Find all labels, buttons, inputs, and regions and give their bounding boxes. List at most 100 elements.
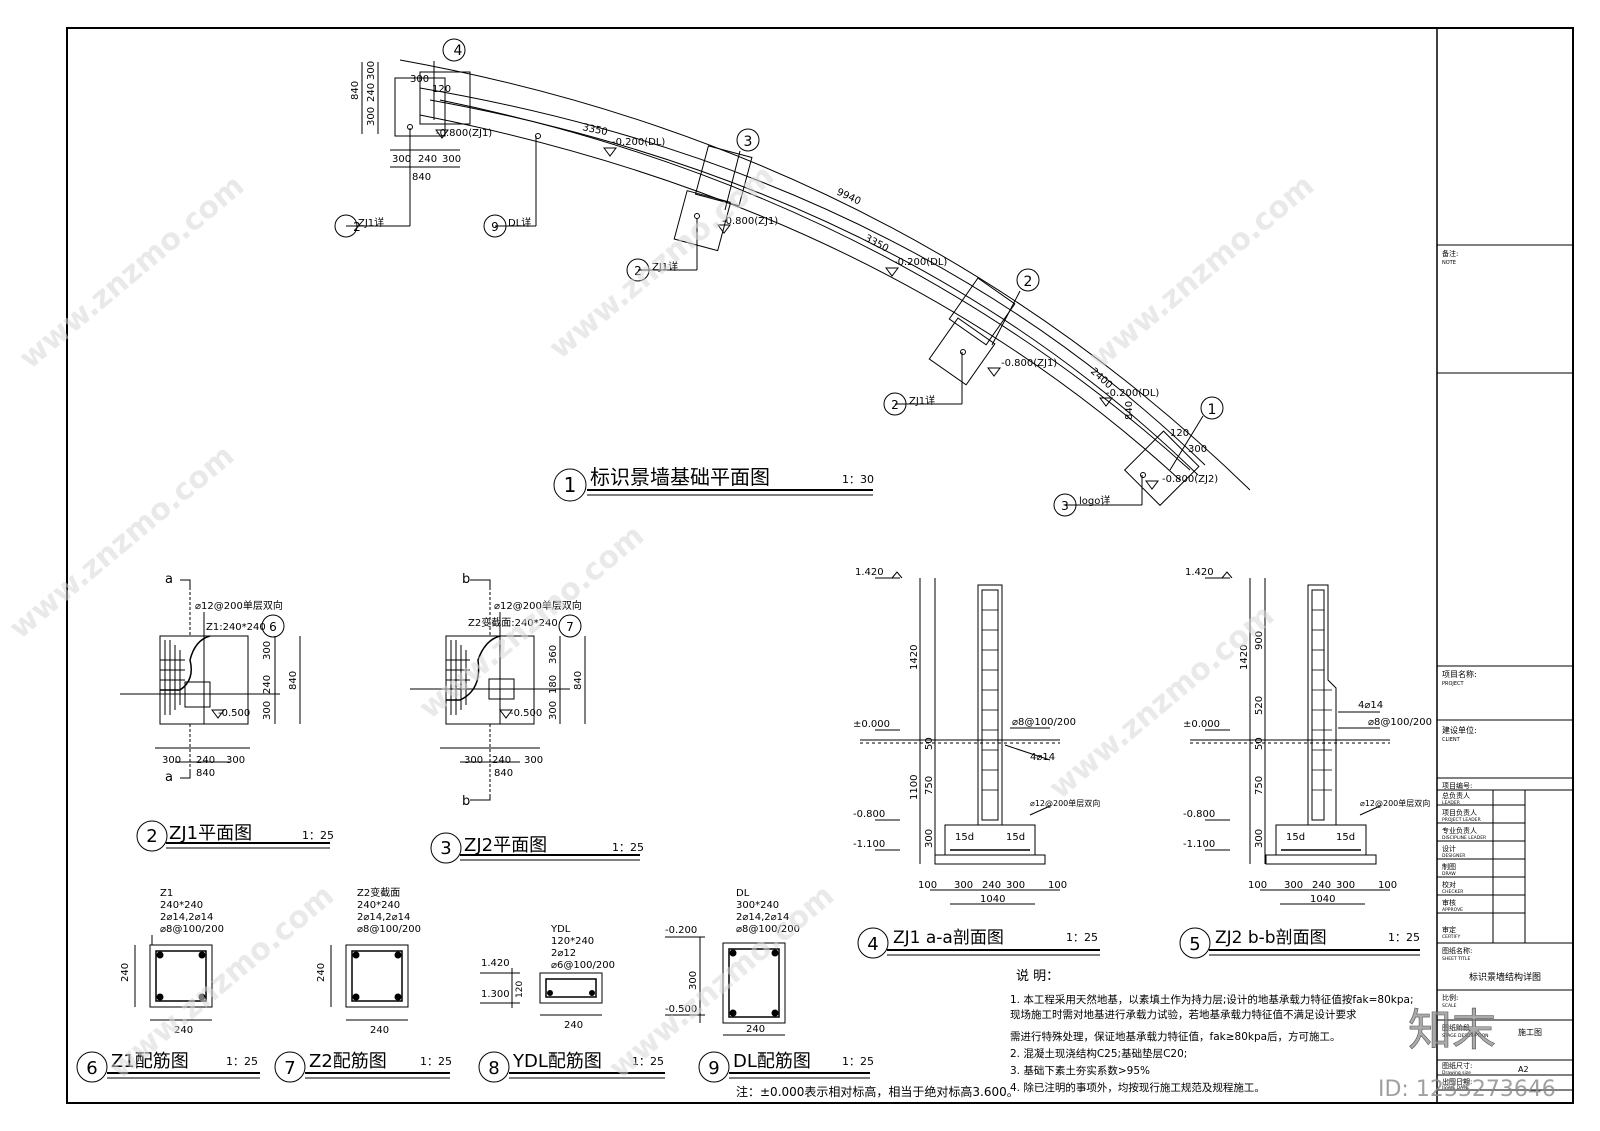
tb-scale-cn: 比例: [1442, 993, 1458, 1002]
zj1-col-ref: 6 [269, 620, 277, 634]
z2-scale: 1：25 [420, 1055, 452, 1068]
z1-scale: 1：25 [226, 1055, 258, 1068]
tb-row-3-cn: 专业负责人 [1442, 826, 1477, 835]
zj2-v-2: 180 [548, 675, 559, 694]
zj2-sec-anchor-r: 15d [1336, 832, 1355, 843]
ydl-bot: 1.300 [481, 989, 510, 1000]
z2-w: 240 [370, 1025, 389, 1036]
notes-heading: 说 明： [1016, 969, 1059, 984]
zj2-col-ref: 7 [566, 620, 574, 634]
axis-label-3: 3 [744, 134, 753, 150]
zj2-rebar: ⌀12@200单层双向 [494, 599, 582, 612]
zj1-h-1: 300 [162, 755, 181, 766]
dim-seg1: 3350 [581, 122, 608, 138]
z2-line-2: 240*240 [357, 900, 400, 911]
elev-zj1-c: -0.800(ZJ1) [1001, 358, 1057, 369]
watermark-site-2: www.znzmo.com [543, 158, 781, 366]
zj1-sec-h-3: 240 [982, 880, 1001, 891]
axis-bubble-4 [442, 38, 466, 62]
note-1a: 1. 本工程采用天然地基，以素填土作为持力层;设计的地基承载力特征值按fak=8… [1010, 993, 1413, 1006]
note-1c: 需进行特殊处理，保证地基承载力特征值，fak≥80kpa后，方可施工。 [1010, 1030, 1341, 1043]
z2-h: 240 [316, 963, 327, 982]
zj1-sec-h-5: 100 [1048, 880, 1067, 891]
elev-zj1-a: -0.800(ZJ1) [436, 128, 492, 139]
plan-title-num: 1 [564, 473, 577, 497]
zj1-plan-num: 2 [146, 826, 157, 847]
footing-2a [948, 277, 1016, 346]
zj2-sec-lv-1: 1.420 [1185, 567, 1214, 578]
z1-line-2: 240*240 [160, 900, 203, 911]
tb-sheet-en: SHEET TITLE [1442, 956, 1470, 962]
dl-bot: -0.500 [665, 1004, 697, 1015]
footing-line-a [419, 114, 1181, 481]
tb-row-6-cn: 校对 [1442, 880, 1456, 889]
tb-project-en: PROJECT [1442, 681, 1465, 687]
zj1-rebar: ⌀12@200单层双向 [195, 599, 283, 612]
zj1-h-2: 240 [196, 755, 215, 766]
zj1-sec-v-1: 1420 [909, 645, 920, 670]
z1-title: Z1配筋图 [111, 1051, 189, 1072]
ref-label-4: ZJ1详 [909, 394, 935, 407]
dim-top-v-2: 240 [366, 83, 377, 102]
dim-bot-small-2: 300 [1188, 444, 1207, 455]
note-2: 2. 混凝土现浇结构C25;基础垫层C20; [1010, 1047, 1187, 1060]
tb-row-4-cn: 设计 [1442, 844, 1456, 853]
zj1-section [857, 571, 1100, 959]
footnote: 注：±0.000表示相对标高，相当于绝对标高3.600。 [736, 1084, 1019, 1099]
zj2-sec-h-5: 100 [1378, 880, 1397, 891]
zj1-sec-lv-1: 1.420 [855, 567, 884, 578]
z1-rebar [76, 935, 260, 1083]
tb-scale-en: SCALE [1442, 1003, 1457, 1009]
zj1-sec-rebar-1: ⌀8@100/200 [1012, 717, 1076, 728]
ydl-rebar [478, 968, 665, 1083]
zj2-sec-lv-2: ±0.000 [1183, 719, 1220, 730]
footing-3a [694, 145, 753, 207]
zj1-h-3: 300 [226, 755, 245, 766]
z2-num: 7 [284, 1058, 295, 1079]
zj2-plan [410, 579, 640, 864]
zj2-sec-scale: 1：25 [1388, 931, 1420, 944]
z1-line-3: 2⌀14,2⌀14 [160, 912, 213, 923]
tb-client-cn: 建设单位: [1442, 725, 1477, 735]
zj2-section [1179, 571, 1420, 959]
ref-label-5: logo详 [1079, 494, 1110, 507]
footing-3b [673, 190, 732, 252]
watermark-site-3: www.znzmo.com [1083, 168, 1321, 376]
tb-row-7-en: APPROVE [1442, 907, 1463, 913]
ydl-line-3: 2⌀12 [551, 948, 576, 959]
ref-label-1: ZJ1详 [358, 216, 384, 229]
ydl-line-2: 120*240 [551, 936, 594, 947]
axis-label-1: 1 [1208, 402, 1217, 418]
z2-rebar [274, 944, 450, 1083]
zj2-sec-v-3: 50 [1254, 737, 1265, 750]
zj2-sec-v-total: 1420 [1239, 645, 1250, 670]
dim-top-h-3: 300 [442, 154, 461, 165]
zj1-cut-top: a [165, 572, 173, 587]
tb-client-en: CLIENT [1442, 737, 1461, 743]
watermark-site-6: www.znzmo.com [1043, 598, 1281, 806]
foundation-plan [334, 38, 1251, 517]
beam-line-2 [429, 99, 1199, 476]
dl-w: 240 [746, 1024, 765, 1035]
tb-date-en: ISSUE DATE [1442, 1085, 1468, 1091]
zj1-sec-h-4: 300 [1006, 880, 1025, 891]
tb-row-1-en: LEADER [1442, 800, 1460, 806]
dl-h: 300 [688, 971, 699, 990]
ydl-title: YDL配筋图 [512, 1051, 602, 1072]
zj1-sec-title: ZJ1 a-a剖面图 [893, 928, 1004, 948]
ydl-num: 8 [488, 1058, 499, 1079]
sheet-border [66, 27, 1574, 1104]
ydl-h: 120 [515, 981, 525, 998]
tb-row-6-en: CHECKER [1442, 889, 1463, 895]
zj2-plan-scale: 1：25 [612, 841, 644, 854]
ref-num-4: 2 [891, 398, 899, 412]
dim-top-h-total: 840 [412, 172, 431, 183]
zj2-cut-top: b [462, 572, 470, 587]
dim-top-h-1: 300 [392, 154, 411, 165]
elev-dl-3: -0.200(DL) [1106, 388, 1159, 399]
dl-line-3: 2⌀14,2⌀14 [736, 912, 789, 923]
tb-row-1-cn: 总负责人 [1442, 791, 1470, 800]
zj2-sec-bedding [1265, 854, 1377, 865]
zj2-sec-v-5: 300 [1254, 829, 1265, 848]
